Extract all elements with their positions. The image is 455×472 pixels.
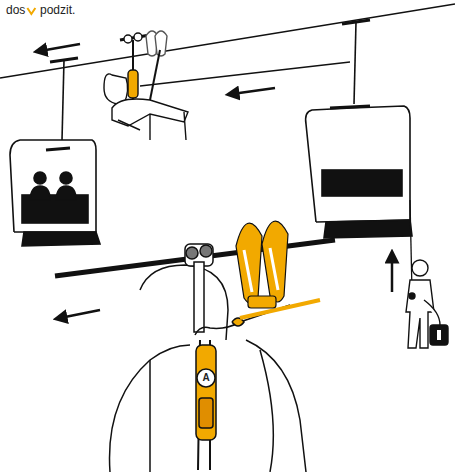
rescuer bbox=[104, 31, 350, 140]
left-chair bbox=[10, 58, 100, 246]
caption-fragment: podzit. bbox=[40, 4, 75, 16]
carabiners bbox=[236, 221, 288, 308]
haul-cable bbox=[0, 4, 455, 78]
direction-arrow bbox=[391, 256, 394, 292]
right-chair bbox=[306, 20, 412, 292]
caption-fragment: dos bbox=[6, 4, 25, 16]
logo-letter: A bbox=[200, 373, 212, 383]
ground-person bbox=[406, 260, 448, 348]
direction-arrow bbox=[40, 44, 80, 51]
direction-arrow bbox=[232, 88, 275, 94]
yellow-mark bbox=[27, 8, 35, 14]
direction-arrow bbox=[60, 310, 100, 318]
close-up bbox=[55, 240, 335, 472]
